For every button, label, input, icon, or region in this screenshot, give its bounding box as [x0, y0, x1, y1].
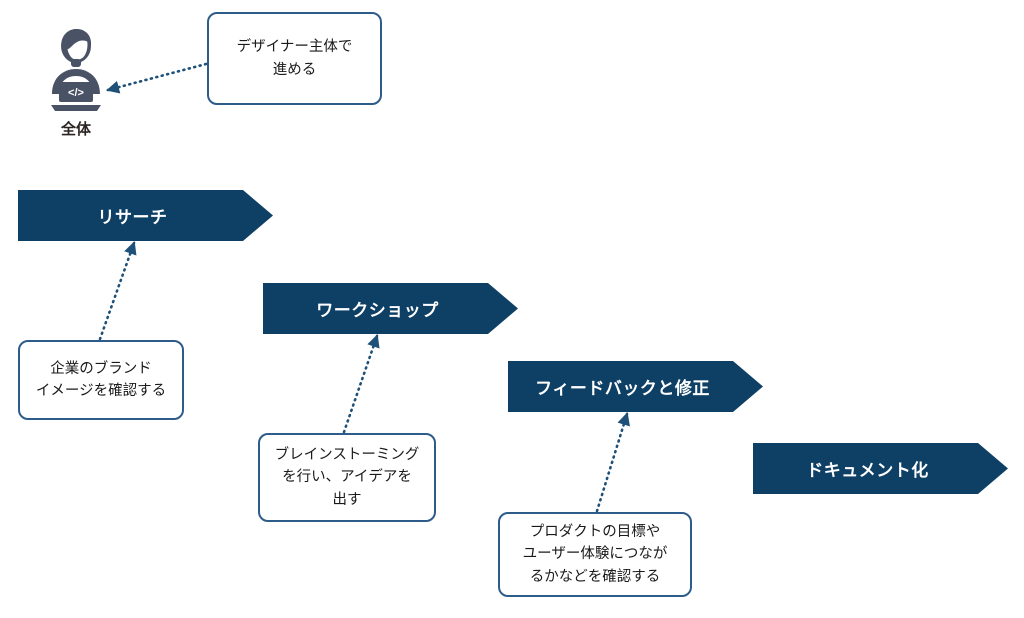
phase-label-feedback: フィードバックと修正 [535, 379, 710, 398]
phase-label-document: ドキュメント化 [806, 461, 929, 480]
svg-text:</>: </> [68, 87, 84, 99]
connector-note-feedback [595, 412, 630, 513]
note-overall-text: デザイナー主体で 進める [236, 39, 353, 78]
phase-label-workshop: ワークショップ [316, 301, 439, 320]
phase-chevron-workshop[interactable]: ワークショップ [263, 283, 518, 334]
phase-chevron-research[interactable]: リサーチ [18, 190, 273, 241]
note-feedback[interactable]: プロダクトの目標や ユーザー体験につなが るかなどを確認する [498, 512, 692, 597]
note-workshop[interactable]: ブレインストーミング を行い、アイデアを 出す [258, 433, 436, 522]
phase-chevron-document[interactable]: ドキュメント化 [753, 443, 1008, 494]
note-research-text: 企業のブランド イメージを確認する [35, 360, 167, 399]
phase-label-research: リサーチ [97, 208, 168, 227]
connector-note-overall [106, 62, 208, 94]
note-workshop-text: ブレインストーミング を行い、アイデアを 出す [274, 446, 420, 508]
actor-label: 全体 [60, 121, 91, 138]
note-feedback-text: プロダクトの目標や ユーザー体験につなが るかなどを確認する [522, 523, 668, 585]
phase-chevron-feedback[interactable]: フィードバックと修正 [508, 361, 763, 412]
connector-note-research [98, 241, 137, 341]
note-overall[interactable]: デザイナー主体で 進める [207, 12, 382, 105]
developer-person-laptop-icon: </> [51, 29, 101, 111]
note-research[interactable]: 企業のブランド イメージを確認する [18, 340, 184, 420]
connector-note-workshop [342, 334, 380, 434]
actor-overall[interactable]: </> 全体 [44, 26, 108, 138]
